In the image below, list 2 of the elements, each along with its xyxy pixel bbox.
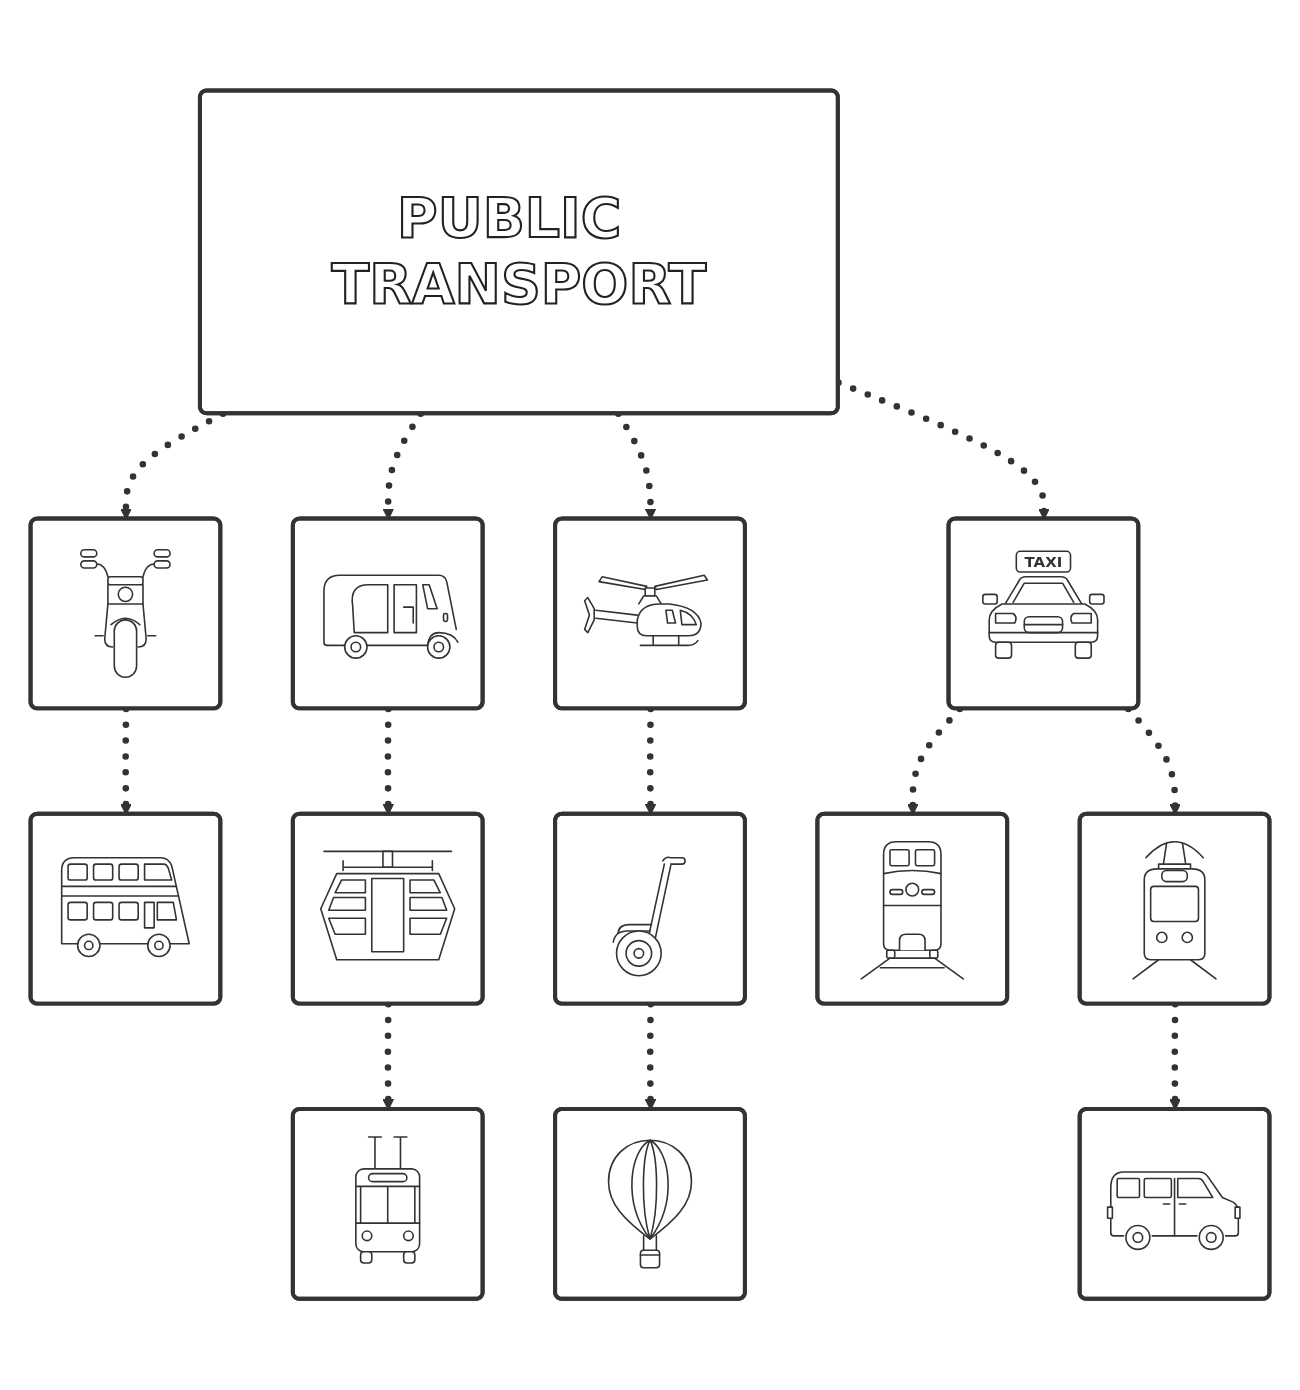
topic-title: PUBLIC TRANSPORT (329, 185, 708, 319)
taxi-sign-text: TAXI (1024, 554, 1063, 570)
